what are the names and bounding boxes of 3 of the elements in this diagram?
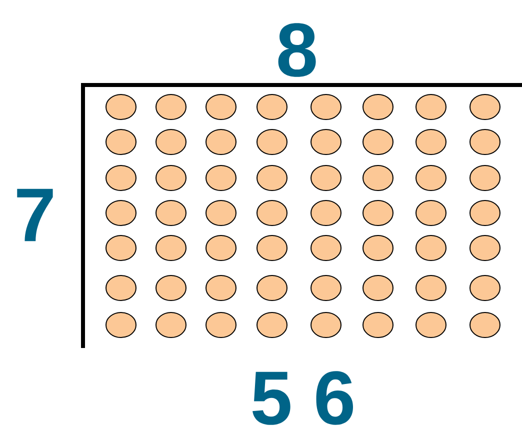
number-label: 7 (17, 188, 53, 242)
number-label: 5 6 (252, 371, 353, 425)
number-label: 8 (278, 23, 316, 77)
